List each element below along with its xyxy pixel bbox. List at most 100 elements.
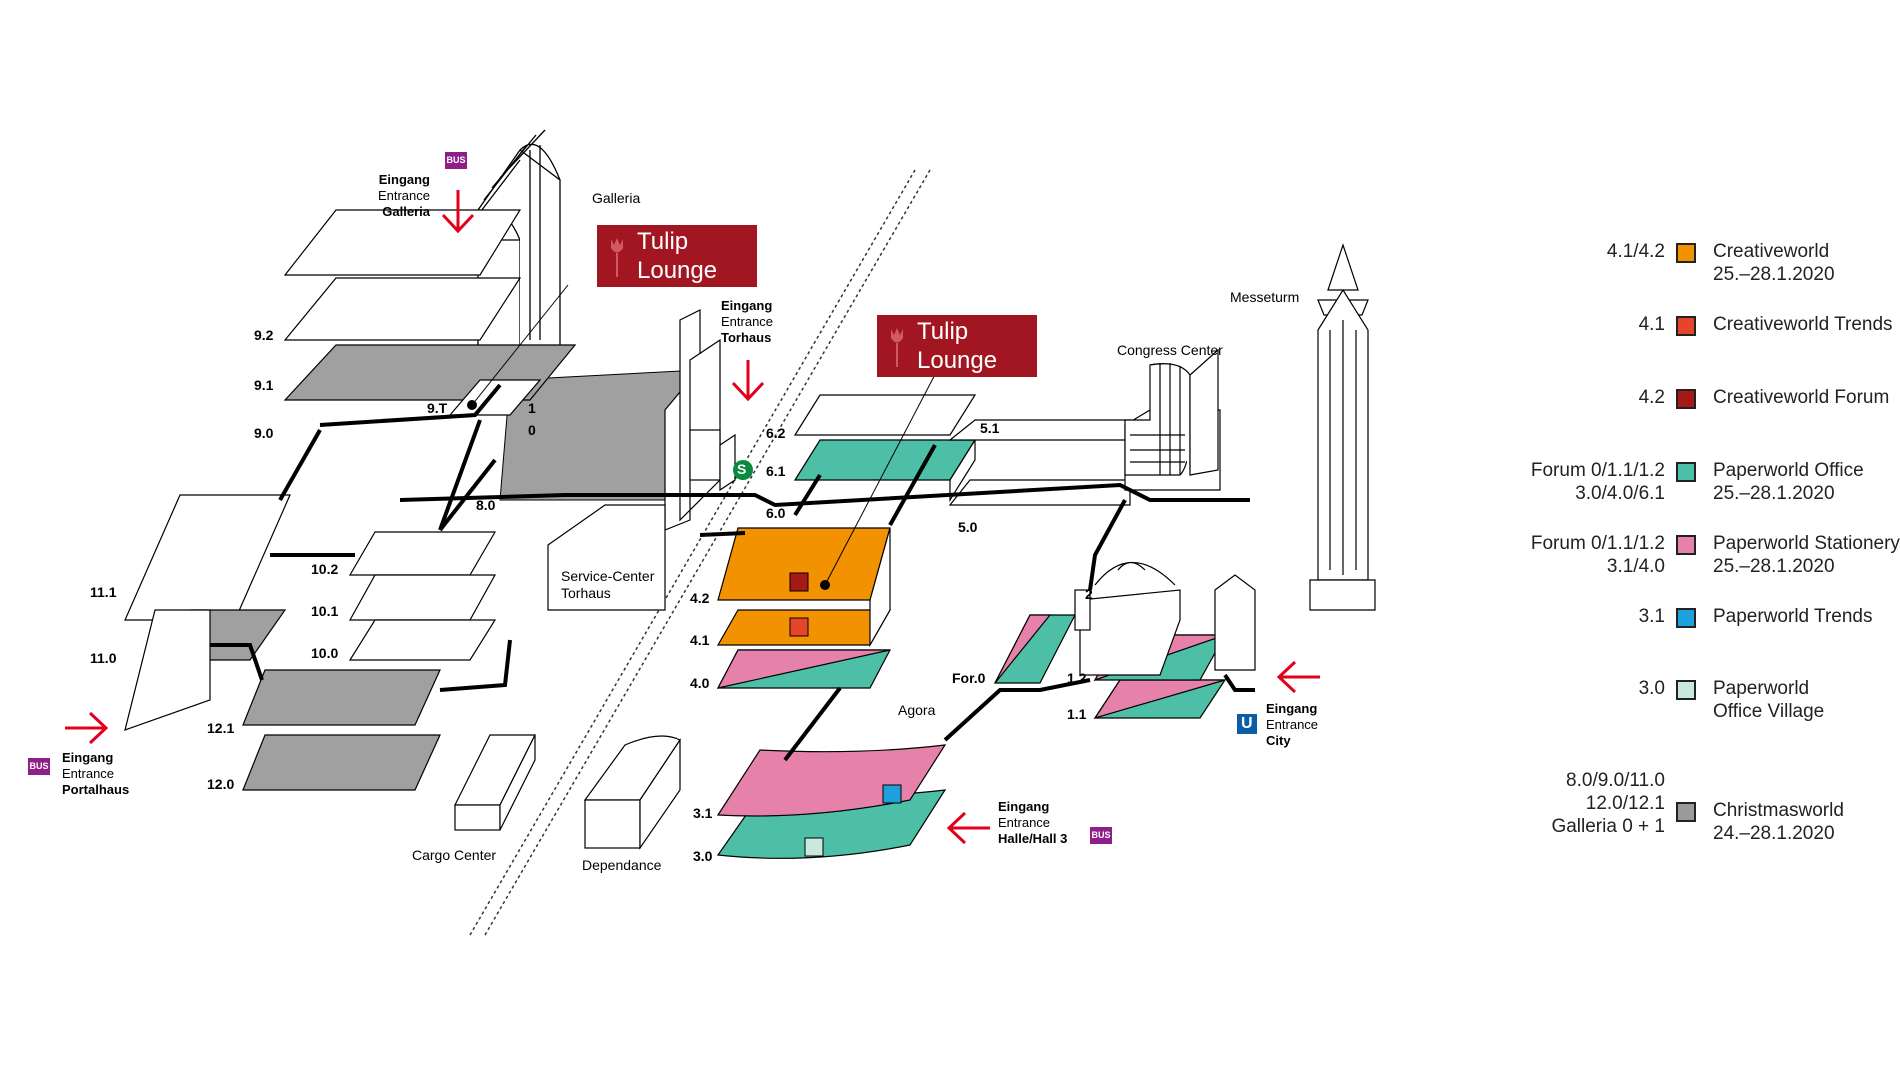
label-congress-center: Congress Center	[1117, 342, 1223, 358]
label-service-center-2: Torhaus	[561, 585, 611, 601]
hall-5-1: 5.1	[980, 420, 1000, 436]
hall-1-2: 1.2	[1067, 670, 1087, 686]
tulip-lounge-line2: Lounge	[917, 347, 998, 374]
hall-6-1: 6.1	[766, 463, 786, 479]
entrance-galleria: Eingang Entrance Galleria	[368, 172, 430, 220]
hall-12-1: 12.1	[207, 720, 235, 736]
tulip-lounge-line1: Tulip	[637, 228, 689, 255]
legend-name: Paperworld Stationery 25.–28.1.2020	[1713, 533, 1900, 577]
hall-12-stack	[242, 669, 441, 791]
hall-4-2: 4.2	[690, 590, 710, 606]
legend-name: Christmasworld 24.–28.1.2020	[1713, 800, 1844, 844]
legend-name: Creativeworld 25.–28.1.2020	[1713, 241, 1835, 285]
entrance-portalhaus-l1: Eingang	[62, 750, 114, 765]
entrance-torhaus-l1: Eingang	[721, 298, 773, 313]
entrance-torhaus-l3: Torhaus	[721, 330, 772, 345]
legend-name: Paperworld Trends	[1713, 606, 1873, 627]
legend-swatch	[1676, 389, 1696, 409]
galleria-1: 1	[528, 400, 536, 416]
legend-name: Paperworld Office Village	[1713, 678, 1825, 722]
hall-1-1: 1.1	[1067, 706, 1087, 722]
hall-10-0: 10.0	[311, 645, 339, 661]
label-agora: Agora	[898, 702, 936, 718]
legend-swatch	[1676, 462, 1696, 482]
hall-11-stack	[124, 494, 291, 731]
entrance-galleria-l3: Galleria	[382, 204, 430, 219]
entrance-torhaus-l2: Entrance	[721, 314, 774, 329]
tulip-lounge-line1: Tulip	[917, 318, 969, 345]
hall-9-2: 9.2	[254, 327, 274, 343]
entrance-city-l1: Eingang	[1266, 701, 1318, 716]
entrance-portalhaus: Eingang Entrance Portalhaus	[62, 750, 129, 798]
legend-code: 4.2	[1638, 387, 1665, 408]
entrance-city: Eingang Entrance City	[1266, 701, 1318, 749]
hall-4-stack	[716, 527, 892, 689]
arrow-torhaus	[731, 360, 765, 402]
entrance-torhaus: Eingang Entrance Torhaus	[721, 298, 773, 346]
entrance-hall3-l1: Eingang	[998, 799, 1050, 814]
label-service-center-1: Service-Center	[561, 568, 655, 584]
entrance-portalhaus-l2: Entrance	[62, 766, 115, 781]
legend-swatch	[1676, 608, 1696, 628]
tulip-leader-lines	[471, 284, 941, 586]
u-bahn-letter: U	[1241, 715, 1253, 732]
service-center-building	[547, 504, 666, 611]
entrance-city-l2: Entrance	[1266, 717, 1319, 732]
tower-city	[1214, 574, 1256, 671]
hall-4-0: 4.0	[690, 675, 710, 691]
hall-5-0: 5.0	[958, 519, 978, 535]
legend-code: 4.1/4.2	[1606, 241, 1665, 262]
legend-code: 4.1	[1638, 314, 1665, 335]
hall-10-stack	[348, 531, 497, 661]
forum-0: For.0	[952, 670, 986, 686]
legend-code: 3.1	[1638, 606, 1665, 627]
tulip-icon	[891, 328, 903, 367]
legend-code: Forum 0/1.1/1.2 3.1/4.0	[1530, 533, 1665, 577]
bus-badge-portalhaus: BUS	[28, 758, 50, 775]
legend-swatch	[1676, 535, 1696, 555]
hall-11-1: 11.1	[90, 584, 117, 600]
tulip-lounge-box-2: Tulip Lounge	[877, 315, 1037, 377]
hall-3-0: 3.0	[693, 848, 713, 864]
festhalle-2: 2	[1085, 586, 1093, 602]
tulip-lounge-box-1: Tulip Lounge	[597, 225, 757, 287]
cargo-center-building	[454, 734, 536, 831]
arrow-galleria	[441, 190, 475, 234]
hall-3-1: 3.1	[693, 805, 713, 821]
legend-swatch	[1676, 316, 1696, 336]
label-cargo-center: Cargo Center	[412, 847, 497, 863]
entrance-galleria-l1: Eingang	[378, 172, 430, 187]
legend-code: 3.0	[1638, 678, 1665, 699]
paperworld-trends-marker	[882, 784, 902, 804]
hall-11-0: 11.0	[90, 650, 117, 666]
hall-6-2: 6.2	[766, 425, 786, 441]
entrance-city-l3: City	[1266, 733, 1291, 748]
hall-12-0: 12.0	[207, 776, 235, 792]
hall-4-1: 4.1	[690, 632, 710, 648]
office-village-marker	[804, 837, 824, 857]
messeturm-tower	[1309, 243, 1376, 611]
tulip-icon	[611, 238, 623, 277]
entrance-hall3-l2: Entrance	[998, 815, 1051, 830]
tulip-point-2	[820, 580, 830, 590]
creativeworld-forum-marker	[789, 572, 809, 592]
label-galleria: Galleria	[592, 190, 641, 206]
entrance-galleria-l2: Entrance	[377, 188, 430, 203]
bus-badge-hall3: BUS	[1090, 827, 1112, 844]
s-bahn-icon	[733, 460, 753, 480]
legend-swatch	[1676, 680, 1696, 700]
s-bahn-letter: S	[737, 461, 747, 477]
entrance-hall3-l3: Halle/Hall 3	[998, 831, 1068, 846]
congress-center-building	[1124, 348, 1221, 491]
hall-9-t: 9.T	[427, 400, 448, 416]
hall-3-stack	[716, 744, 947, 859]
hall-6-stack	[793, 394, 977, 503]
bus-badge-galleria: BUS	[445, 152, 467, 169]
entrance-hall3: Eingang Entrance Halle/Hall 3	[998, 799, 1067, 847]
galleria-0: 0	[528, 422, 536, 438]
hall-8-0: 8.0	[476, 497, 496, 513]
hall-10-1: 10.1	[311, 603, 339, 619]
arrow-city	[1276, 660, 1320, 694]
hall-10-2: 10.2	[311, 561, 339, 577]
